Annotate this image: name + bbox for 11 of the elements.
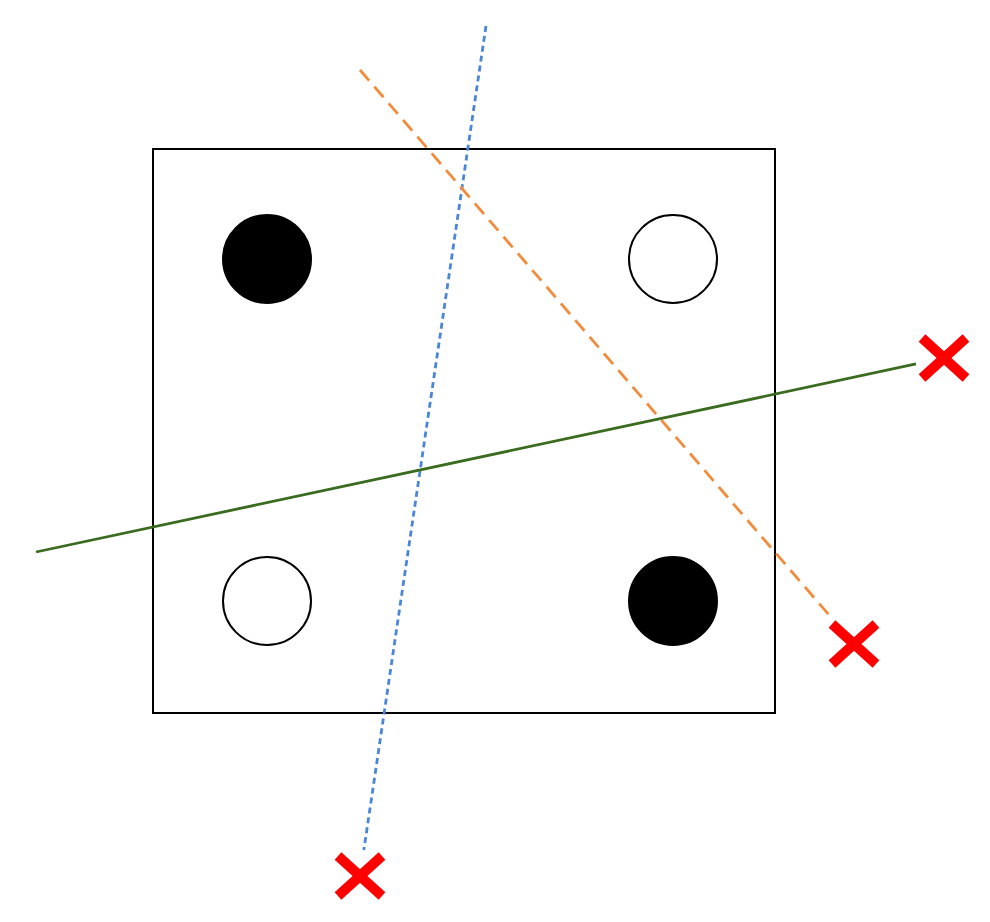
cross-mark bbox=[826, 618, 882, 670]
dashed-line bbox=[358, 69, 833, 619]
cross-mark bbox=[916, 332, 972, 384]
cross-mark bbox=[332, 850, 388, 902]
hollow-circle bbox=[222, 556, 312, 646]
filled-circle bbox=[222, 214, 312, 304]
hollow-circle bbox=[628, 214, 718, 304]
dashed-line bbox=[362, 25, 488, 851]
filled-circle bbox=[628, 556, 718, 646]
square-frame bbox=[152, 148, 776, 714]
line bbox=[35, 362, 917, 554]
